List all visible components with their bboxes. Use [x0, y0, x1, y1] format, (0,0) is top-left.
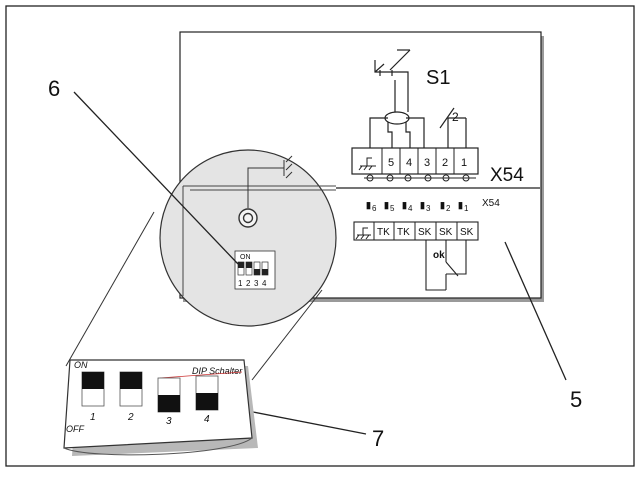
- small-dip-num-3: 3: [254, 279, 259, 288]
- pin-sub-4: 4: [408, 204, 413, 213]
- large-dip-on-label: ON: [74, 360, 88, 370]
- upper-terminal-label: X54: [490, 165, 524, 186]
- small-dip-num-1: 1: [238, 279, 243, 288]
- pin-glyph-3: ▮: [420, 200, 425, 210]
- large-dip-toggles: [81, 371, 219, 413]
- lower-pin-row: ▮ 6 ▮ 5 ▮ 4 ▮ 3 ▮ 2 ▮ 1: [366, 200, 469, 213]
- function-sk-1: SK: [418, 227, 432, 238]
- pin-sub-3: 3: [426, 204, 431, 213]
- housing-lines: [182, 185, 336, 296]
- magnifier-circle: [159, 149, 337, 327]
- small-dip-num-2: 2: [246, 279, 251, 288]
- pin-glyph-4: ▮: [402, 200, 407, 210]
- ok-label: ok: [433, 250, 445, 261]
- terminal-5: 5: [388, 157, 394, 169]
- pin-glyph-6: ▮: [366, 200, 371, 210]
- upper-terminal-block: [351, 147, 479, 175]
- small-dip-on-label: ON: [240, 254, 251, 261]
- terminal-4: 4: [406, 157, 412, 169]
- large-dip-base: [63, 437, 253, 456]
- large-dip-num-2: 2: [127, 412, 134, 423]
- switch-s1-symbol: [374, 49, 411, 112]
- led-outer: [238, 208, 258, 228]
- small-dip-toggles: [237, 261, 269, 276]
- terminal-2: 2: [442, 157, 448, 169]
- large-dip-num-1: 1: [90, 412, 96, 423]
- upper-wiring: [369, 107, 467, 148]
- ground-symbol-upper: [358, 157, 376, 171]
- pin-glyph-5: ▮: [384, 200, 389, 210]
- led-inner: [242, 212, 254, 224]
- large-dip-off-label: OFF: [66, 424, 84, 434]
- terminal-1: 1: [461, 157, 467, 169]
- function-sk-2: SK: [439, 227, 453, 238]
- large-dip-title: DIP Schalter: [192, 366, 243, 376]
- callout-6: 6: [48, 76, 60, 101]
- function-sk-3: SK: [460, 227, 474, 238]
- connector-loops: [364, 174, 476, 182]
- switch-label: S1: [426, 67, 450, 89]
- pin-sub-2: 2: [446, 204, 451, 213]
- pin-glyph-2: ▮: [440, 200, 445, 210]
- terminal-3: 3: [424, 157, 430, 169]
- magnifier-projection: [65, 211, 323, 381]
- pin-sub-6: 6: [372, 204, 377, 213]
- large-dip-title-underline: [159, 371, 243, 379]
- large-dip-num-3: 3: [166, 416, 172, 427]
- pin-sub-1: 1: [464, 204, 469, 213]
- function-tk-2: TK: [397, 227, 410, 238]
- small-dip-num-4: 4: [262, 279, 267, 288]
- ok-switch-symbol: [425, 240, 467, 291]
- callout-5: 5: [570, 387, 582, 412]
- callout-7: 7: [372, 426, 384, 451]
- function-tk-1: TK: [377, 227, 390, 238]
- outer-border: [5, 5, 635, 467]
- pin-glyph-1: ▮: [458, 200, 463, 210]
- large-dip-num-4: 4: [204, 414, 210, 425]
- led-circuit: [247, 155, 293, 208]
- wire-label: 2: [452, 110, 459, 124]
- ground-symbol-lower: [355, 227, 371, 240]
- lower-function-dividers: [373, 222, 458, 240]
- upper-terminal-dividers: [381, 148, 455, 174]
- pin-sub-5: 5: [390, 204, 395, 213]
- lower-terminal-label: X54: [482, 198, 500, 209]
- lower-function-block: [353, 221, 479, 241]
